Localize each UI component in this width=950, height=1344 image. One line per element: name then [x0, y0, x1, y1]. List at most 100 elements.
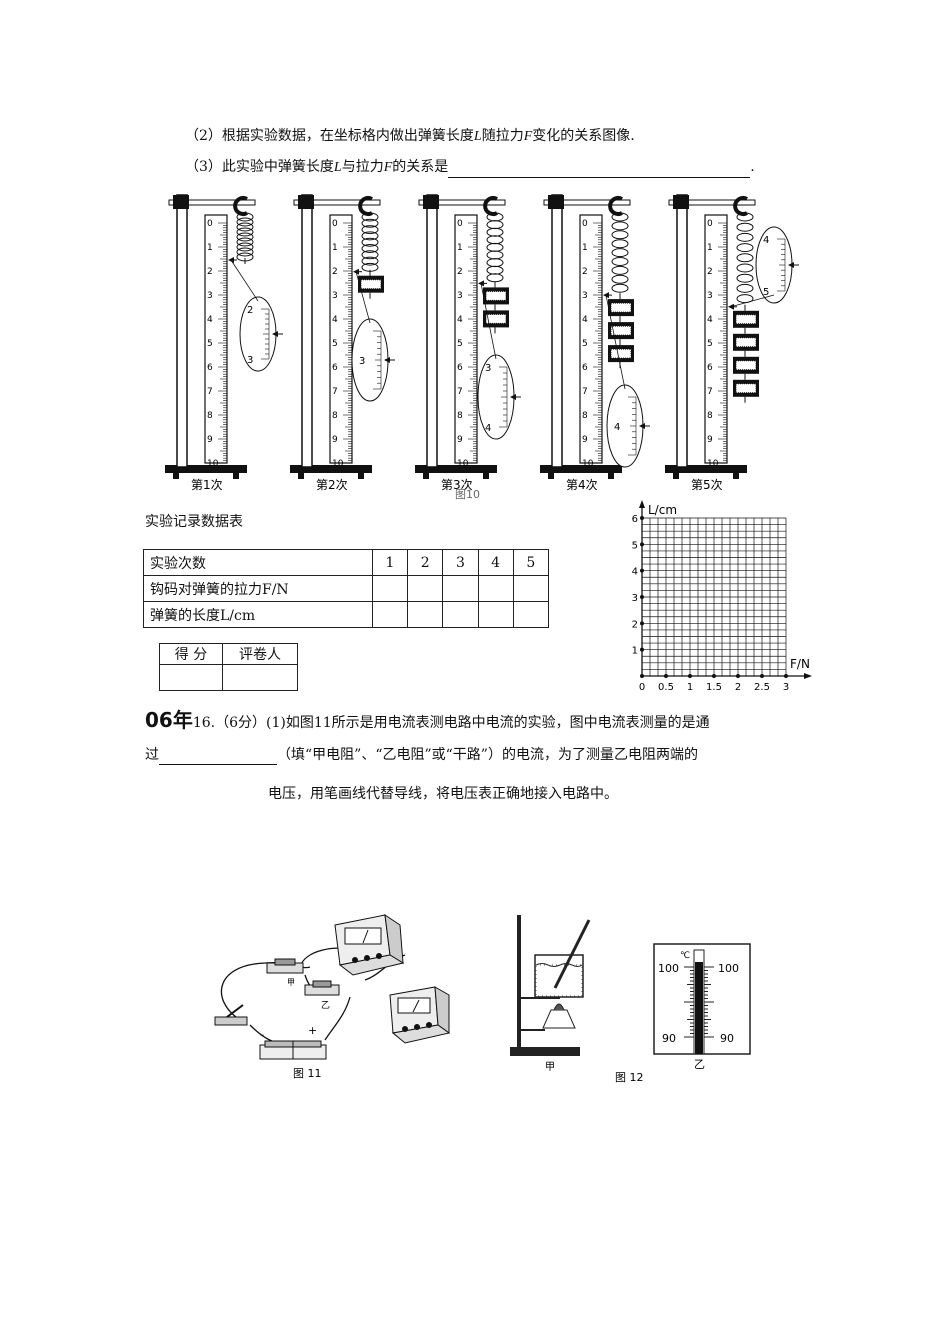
question-2: （2）根据实验数据，在坐标格内做出弹簧长度L随拉力F变化的关系图像. — [185, 128, 635, 144]
question-16-line2: 过（填“甲电阻”、“乙电阻”或“干路”）的电流，为了测量乙电阻两端的 — [145, 747, 698, 765]
ruler — [579, 214, 603, 464]
table-cell[interactable] — [442, 575, 479, 602]
zoom-label: 4 — [485, 423, 491, 434]
scale-number: 10 — [707, 459, 719, 469]
x-tick-label: 1 — [687, 682, 693, 693]
scale-number: 8 — [582, 411, 588, 421]
spring-coil — [486, 273, 504, 283]
zoom-arrow — [272, 331, 278, 337]
ammeter-icon — [334, 913, 405, 976]
spring-coil — [236, 227, 254, 237]
x-tick-dot — [688, 674, 692, 678]
answer-blank-16[interactable] — [159, 764, 277, 765]
spring-coil — [736, 243, 754, 253]
zoom-label: 4 — [763, 235, 769, 246]
x-tick-label: 2 — [735, 682, 741, 693]
row-label-force: 钩码对弹簧的拉力F/N — [143, 575, 373, 602]
scale-number: 2 — [207, 267, 213, 277]
scale-number: 7 — [582, 387, 588, 397]
scale-number: 6 — [457, 363, 463, 373]
scale-number: 3 — [457, 291, 463, 301]
thermometer-rod-icon — [553, 919, 591, 989]
table-col-4: 4 — [477, 549, 514, 576]
stand-pole — [426, 194, 438, 468]
zoom-arrow — [788, 262, 794, 268]
figure-11-caption: 图 11 — [293, 1067, 322, 1080]
scale-number: 1 — [207, 243, 213, 253]
beaker-icon — [534, 954, 584, 998]
table-cell[interactable] — [407, 601, 444, 628]
spring-coil — [361, 212, 379, 222]
stand-pole — [551, 194, 563, 468]
scale-number: 2 — [457, 267, 463, 277]
table-cell[interactable] — [512, 601, 550, 628]
y-tick-dot — [640, 621, 644, 626]
spring-coil — [611, 221, 629, 231]
score-label: 得 分 — [159, 643, 223, 665]
spring-coil — [486, 258, 504, 268]
spring-coil — [486, 242, 504, 252]
table-cell[interactable] — [477, 575, 514, 602]
y-tick-dot — [640, 516, 644, 520]
scale-number: 4 — [582, 315, 588, 325]
y-tick-label: 4 — [632, 567, 638, 578]
label-yi: 乙 — [321, 1000, 330, 1011]
table-cell[interactable] — [407, 575, 444, 602]
x-tick-dot — [664, 674, 668, 678]
scale-number: 3 — [707, 291, 713, 301]
label-jia: 甲 — [287, 978, 295, 987]
answer-blank-3[interactable] — [448, 177, 751, 178]
hook-icon — [733, 196, 748, 216]
scale-number: 3 — [582, 291, 588, 301]
x-tick-label: 0 — [639, 682, 645, 693]
spring-coil — [361, 231, 379, 241]
trial-label: 第5次 — [691, 478, 723, 492]
tick-90-left: 90 — [662, 1032, 676, 1045]
y-tick-label: 6 — [632, 514, 638, 525]
scale-number: 7 — [207, 387, 213, 397]
question-3: （3）此实验中弹簧长度L与拉力F的关系是. — [185, 157, 755, 178]
y-axis-label: L/cm — [648, 503, 677, 517]
spring-coil — [486, 235, 504, 245]
stand-base — [415, 465, 497, 473]
stand-base — [165, 465, 247, 473]
stand-pole — [176, 194, 188, 468]
table-cell[interactable] — [371, 601, 409, 628]
scale-number: 0 — [582, 219, 588, 229]
y-axis-arrow — [639, 500, 645, 508]
table-cell[interactable] — [477, 601, 514, 628]
scale-number: 5 — [332, 339, 338, 349]
ruler — [704, 214, 728, 464]
alcohol-lamp-icon — [542, 1009, 576, 1029]
table-cell[interactable] — [371, 575, 409, 602]
spring-coil — [611, 274, 629, 284]
table-col-1: 1 — [371, 549, 409, 576]
label-jia: 甲 — [545, 1062, 555, 1073]
label-yi: 乙 — [694, 1058, 705, 1071]
score-cell[interactable] — [159, 664, 223, 691]
table-cell[interactable] — [442, 601, 479, 628]
ruler — [204, 214, 228, 464]
scale-number: 1 — [457, 243, 463, 253]
table-cell[interactable] — [512, 575, 550, 602]
spring-coil — [611, 239, 629, 249]
scale-number: 10 — [207, 459, 219, 469]
grader-cell[interactable] — [222, 664, 298, 691]
clamp-icon — [548, 195, 564, 209]
clamp-icon — [423, 195, 439, 209]
spring-coil — [236, 237, 254, 247]
mercury-column — [695, 962, 703, 1054]
grader-label: 评卷人 — [222, 643, 298, 665]
ruler — [454, 214, 478, 464]
zoom-label: 2 — [247, 305, 253, 316]
table-row-force: 钩码对弹簧的拉力F/N — [143, 575, 550, 602]
scale-number: 2 — [582, 267, 588, 277]
table-title: 实验记录数据表 — [145, 514, 243, 530]
scale-number: 9 — [332, 435, 338, 445]
y-tick-dot — [640, 542, 644, 547]
x-tick-label: 1.5 — [706, 682, 722, 693]
zoom-arrow — [384, 357, 390, 363]
stand-pole — [301, 194, 313, 468]
stand-rod — [517, 915, 521, 1050]
